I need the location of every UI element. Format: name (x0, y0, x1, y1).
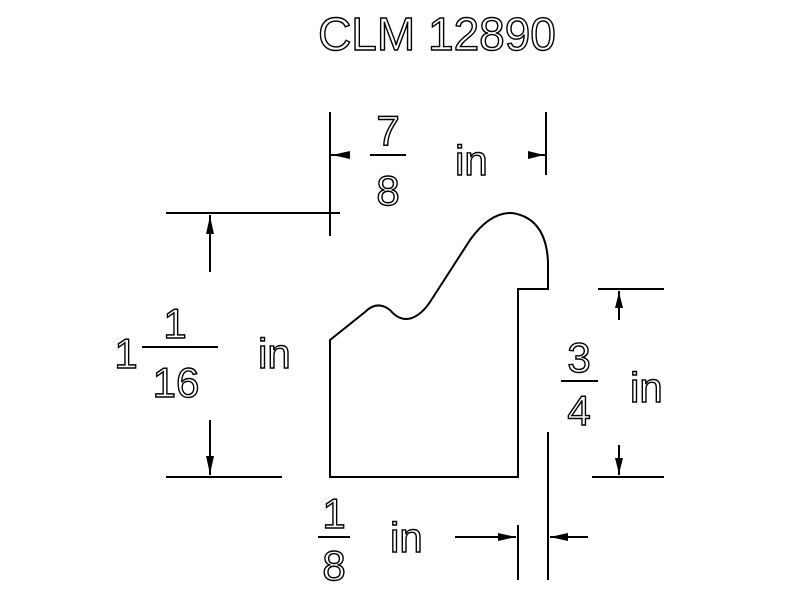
svg-text:1: 1 (114, 330, 137, 377)
left-height-dimension: 1 1 16 in (114, 212, 340, 478)
svg-text:4: 4 (567, 387, 590, 434)
svg-text:in: in (630, 364, 663, 411)
svg-text:3: 3 (567, 334, 590, 381)
svg-text:8: 8 (376, 167, 399, 214)
svg-text:8: 8 (322, 542, 345, 589)
drawing-title: CLM 12890 (318, 8, 556, 60)
top-width-dimension: 7 8 in (329, 106, 547, 236)
svg-text:in: in (258, 330, 291, 377)
svg-text:in: in (455, 137, 488, 184)
svg-text:16: 16 (153, 359, 200, 406)
bottom-width-dimension: 1 8 in (318, 432, 588, 590)
svg-text:in: in (390, 514, 423, 561)
svg-text:1: 1 (163, 300, 186, 347)
right-height-dimension: 3 4 in (561, 288, 664, 478)
svg-text:1: 1 (322, 490, 345, 537)
svg-text:7: 7 (376, 107, 399, 154)
molding-profile (329, 211, 549, 478)
